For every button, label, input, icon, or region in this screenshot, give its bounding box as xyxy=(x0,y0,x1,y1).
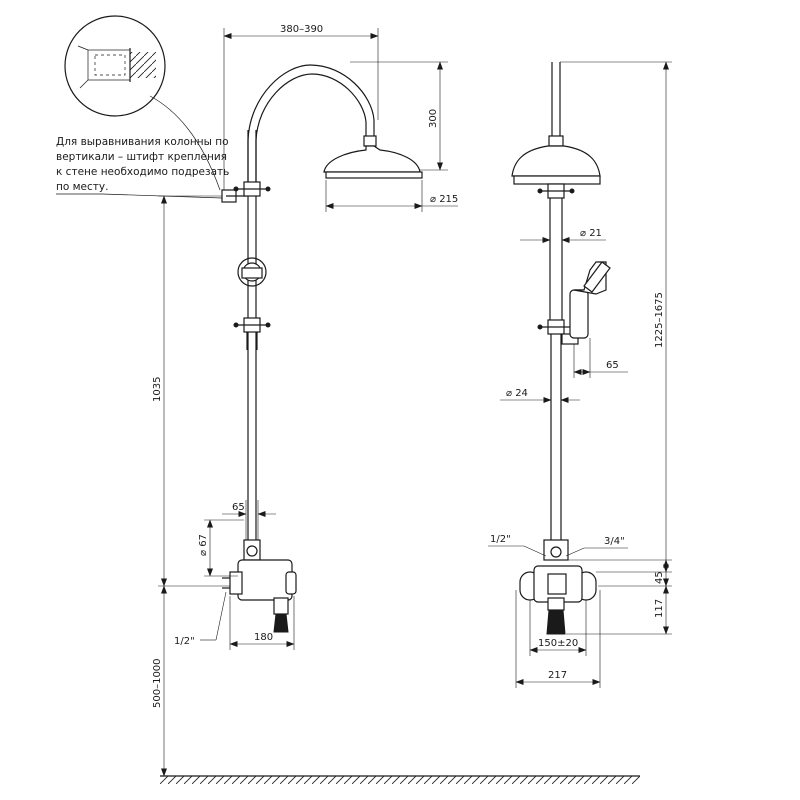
detail-leader xyxy=(149,95,221,191)
dim-diameter-21: ⌀ 21 xyxy=(580,228,602,239)
dim-diameter-24: ⌀ 24 xyxy=(506,388,528,399)
front-view-shower-column xyxy=(511,62,611,635)
dim-offset-65-right: 65 xyxy=(606,360,619,371)
side-view-dimensions: 380–390 300 ⌀ 215 1035 65 ⌀ 67 1/2" xyxy=(152,24,458,777)
dim-head-diameter: ⌀ 215 xyxy=(430,194,458,205)
pin-detail-circle xyxy=(64,15,166,117)
dim-mount-height: 500–1000 xyxy=(152,658,163,708)
dim-inlet-left: 1/2" xyxy=(174,636,195,647)
dim-head-drop: 300 xyxy=(428,109,439,128)
dim-column-height: 1225–1675 xyxy=(654,292,665,348)
dim-arm-reach: 380–390 xyxy=(280,24,323,35)
dim-offset-65-left: 65 xyxy=(232,502,245,513)
note-line-4: по месту. xyxy=(56,181,108,193)
front-view-dimensions: 1225–1675 ⌀ 21 65 ⌀ 24 1/2" 3/4" 45 117 xyxy=(488,61,672,688)
dim-body-width: 180 xyxy=(254,632,273,643)
side-view-shower-column xyxy=(221,64,423,633)
dim-spacing: 150±20 xyxy=(538,638,578,649)
dim-overall-width: 217 xyxy=(548,670,567,681)
installation-note: Для выравнивания колонны по вертикали – … xyxy=(56,136,229,199)
dim-inlet-three-quarter: 3/4" xyxy=(604,536,625,547)
note-line-2: вертикали – штифт крепления xyxy=(56,151,227,163)
note-line-3: к стене необходимо подрезать xyxy=(56,166,229,178)
dim-45: 45 xyxy=(654,571,665,584)
note-line-1: Для выравнивания колонны по xyxy=(56,136,229,148)
floor-line xyxy=(160,775,640,784)
dim-inlet-half: 1/2" xyxy=(490,534,511,545)
dim-total-height: 1035 xyxy=(152,377,163,402)
dim-diameter-67: ⌀ 67 xyxy=(198,534,209,556)
dim-117: 117 xyxy=(654,599,665,618)
